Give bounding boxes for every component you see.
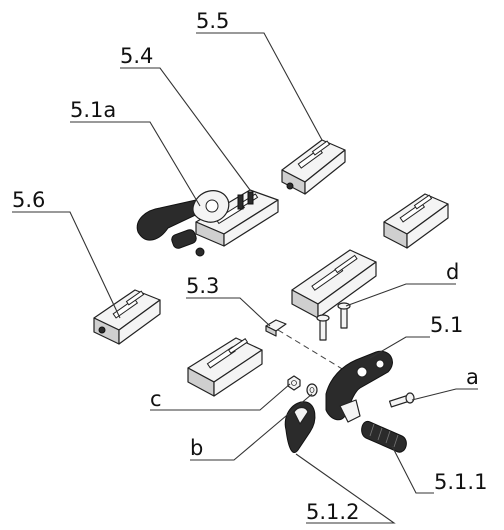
label-5-6: 5.6 [12,188,45,212]
part-5-1 [325,350,393,423]
label-5-5: 5.5 [196,9,229,33]
label-a: a [466,365,479,389]
label-5-1-2: 5.1.2 [306,500,359,524]
part-5-5 [281,139,346,195]
part-5-6 [93,289,161,345]
part-right-rail-block [383,193,449,249]
screws-d [316,302,351,341]
washer-b [306,383,318,397]
callout-labels: 5.5 5.4 5.1a 5.6 5.3 d 5.1 a c b 5.1.1 5… [12,9,487,524]
leader-lines [12,32,478,524]
label-5-1-1: 5.1.1 [434,470,487,494]
part-5-3 [265,319,287,337]
part-5-4 [195,189,279,247]
label-5-4: 5.4 [120,44,153,68]
nut-c [287,375,301,391]
label-d: d [446,260,459,284]
label-b: b [190,436,203,460]
part-lower-left-block [187,337,263,397]
part-5-1-1 [361,420,407,453]
screw-a [388,392,415,408]
label-c: c [150,387,162,411]
part-central-rail-block [291,249,377,319]
label-5-1: 5.1 [430,313,463,337]
part-5-1a [136,190,230,257]
label-5-1a: 5.1a [70,98,116,122]
assembly-axis-line [277,329,345,371]
part-5-1-2 [284,401,316,453]
label-5-3: 5.3 [186,274,219,298]
